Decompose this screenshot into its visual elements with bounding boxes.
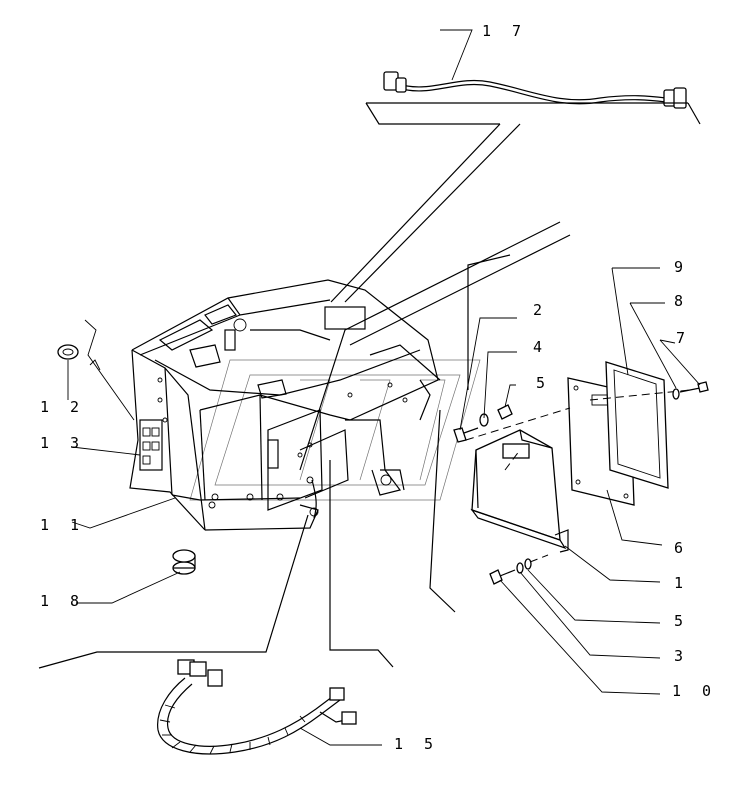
callout-13: 1 3 bbox=[40, 434, 141, 456]
callout-1: 1 bbox=[564, 545, 689, 592]
callout-label-5-top: 5 bbox=[536, 374, 551, 392]
callout-label-1: 1 bbox=[674, 574, 689, 592]
callout-label-7: 7 bbox=[676, 329, 691, 347]
callout-label-6: 6 bbox=[674, 539, 689, 557]
part-9-gasket bbox=[605, 361, 669, 489]
callout-label-2: 2 bbox=[533, 301, 548, 319]
callout-label-8: 8 bbox=[674, 292, 689, 310]
callout-label-5-bottom: 5 bbox=[674, 612, 689, 630]
callout-label-11: 1 1 bbox=[40, 516, 85, 534]
callout-8: 8 bbox=[629, 292, 689, 389]
callout-5-top: 5 bbox=[504, 374, 551, 408]
callout-11: 1 1 bbox=[40, 497, 176, 534]
callout-label-10: 1 0 bbox=[672, 682, 717, 700]
callout-3: 3 bbox=[519, 571, 689, 665]
callout-9: 9 bbox=[611, 258, 689, 376]
callout-2: 2 bbox=[459, 301, 548, 431]
assembly-lines bbox=[38, 221, 571, 669]
callout-label-18: 1 8 bbox=[40, 592, 85, 610]
part-12-grommet bbox=[57, 319, 135, 421]
callout-7: 7 bbox=[659, 329, 701, 386]
background-watermark bbox=[189, 359, 481, 501]
part-1-box bbox=[470, 429, 569, 553]
part-18-grommet bbox=[172, 549, 196, 575]
callout-label-12: 1 2 bbox=[40, 398, 85, 416]
callout-5-bottom: 5 bbox=[527, 569, 689, 630]
part-17-cable bbox=[330, 71, 701, 303]
callout-label-13: 1 3 bbox=[40, 434, 85, 452]
callout-12: 1 2 bbox=[40, 360, 85, 416]
callout-label-15: 1 5 bbox=[394, 735, 439, 753]
callout-15: 1 5 bbox=[299, 727, 439, 753]
callout-label-17: 1 7 bbox=[482, 22, 527, 40]
callout-4: 4 bbox=[483, 338, 548, 419]
callout-label-4: 4 bbox=[533, 338, 548, 356]
part-15-harness bbox=[157, 659, 357, 755]
callout-6: 6 bbox=[606, 489, 689, 557]
main-frame-housing bbox=[129, 279, 441, 531]
callout-10: 1 0 bbox=[499, 579, 717, 700]
callout-label-9: 9 bbox=[674, 258, 689, 276]
callout-18: 1 8 bbox=[40, 571, 181, 610]
callout-17: 1 7 bbox=[440, 22, 527, 81]
callout-label-3: 3 bbox=[674, 647, 689, 665]
